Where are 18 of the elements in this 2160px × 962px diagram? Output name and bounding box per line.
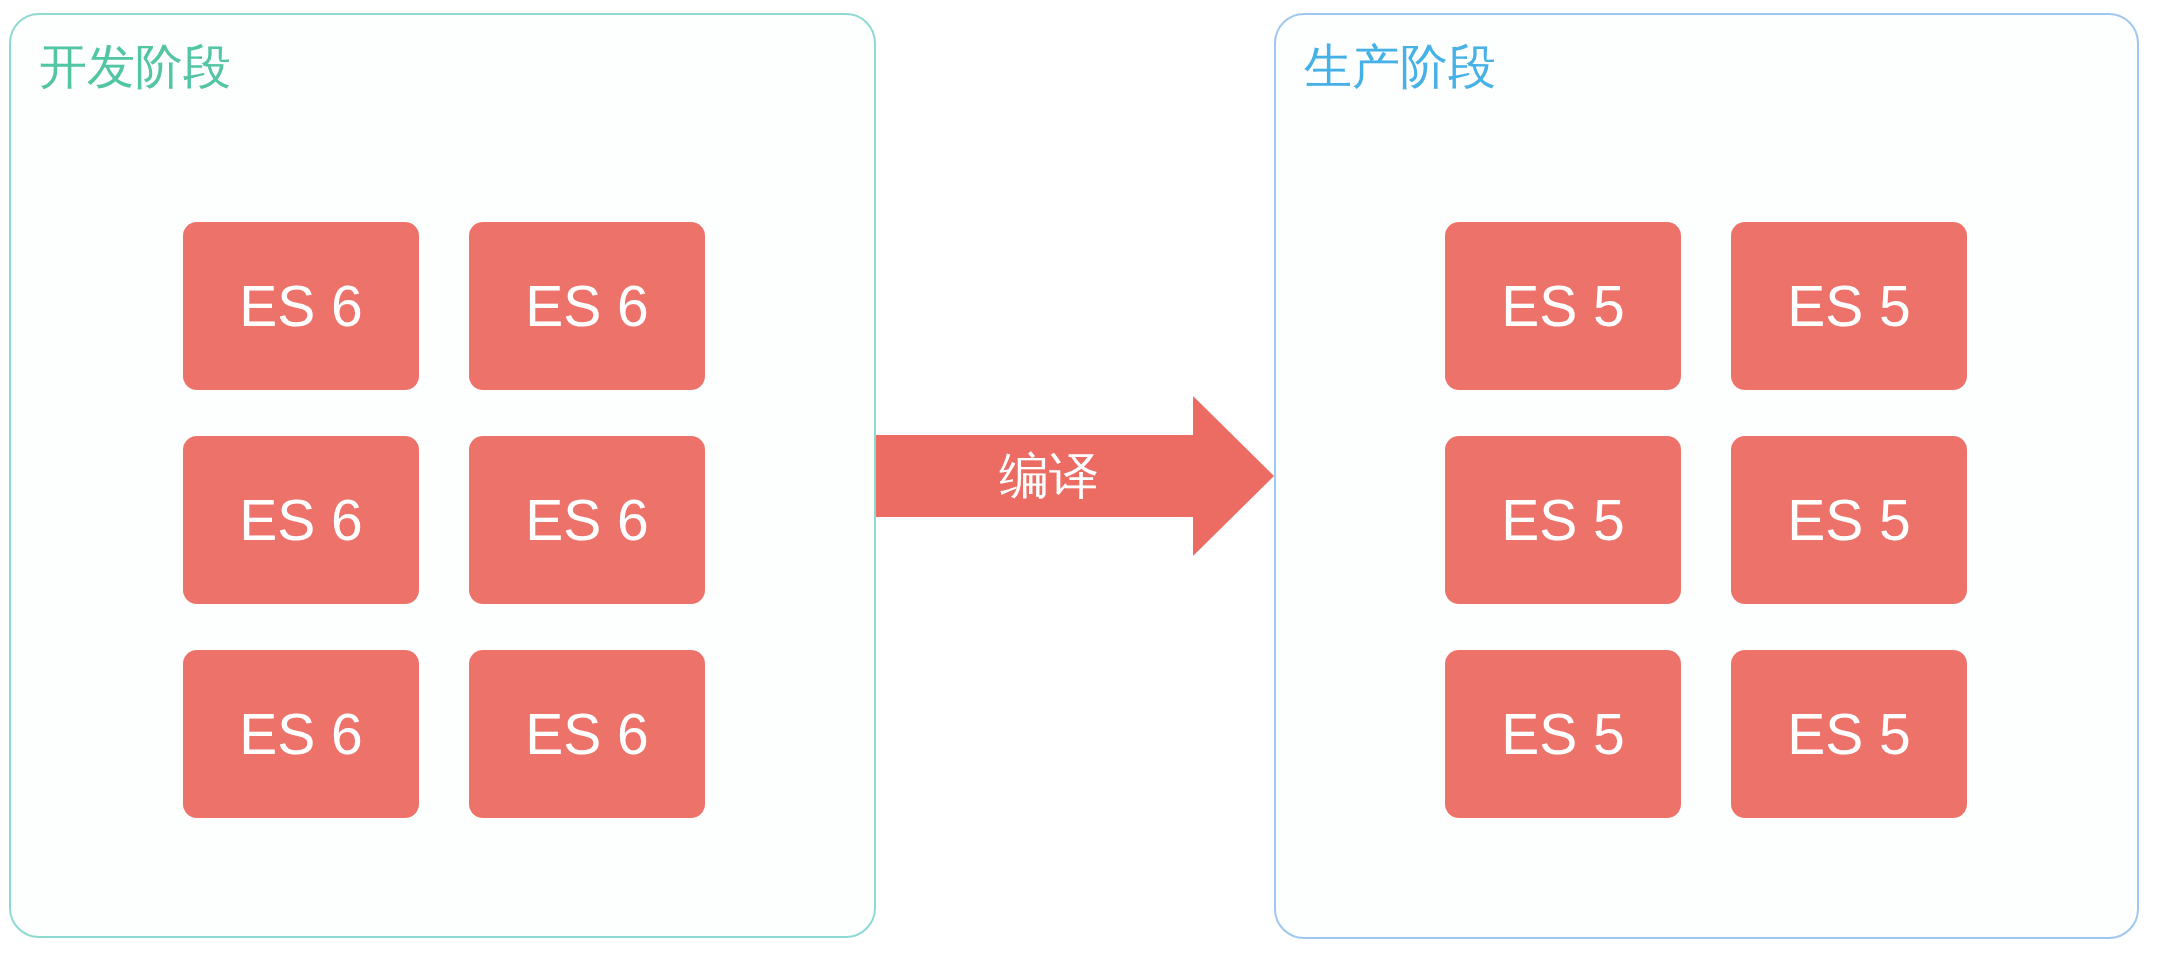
code-version-box: ES 5 [1731,436,1967,604]
code-version-box: ES 6 [183,650,419,818]
stage-panel [9,13,876,938]
code-version-box: ES 5 [1445,650,1681,818]
code-version-box: ES 6 [183,222,419,390]
code-version-box: ES 5 [1445,222,1681,390]
code-version-box: ES 6 [183,436,419,604]
edge-label: 编译 [998,451,1099,501]
panel-title: 生产阶段 [1304,39,1496,95]
code-version-box: ES 6 [469,222,705,390]
code-version-box: ES 6 [469,436,705,604]
code-version-box: ES 5 [1731,650,1967,818]
code-version-box: ES 5 [1731,222,1967,390]
panel-title: 开发阶段 [39,39,231,95]
block-arrow [876,396,1274,556]
code-version-box: ES 6 [469,650,705,818]
stage-panel [1274,13,2139,939]
code-version-box: ES 5 [1445,436,1681,604]
